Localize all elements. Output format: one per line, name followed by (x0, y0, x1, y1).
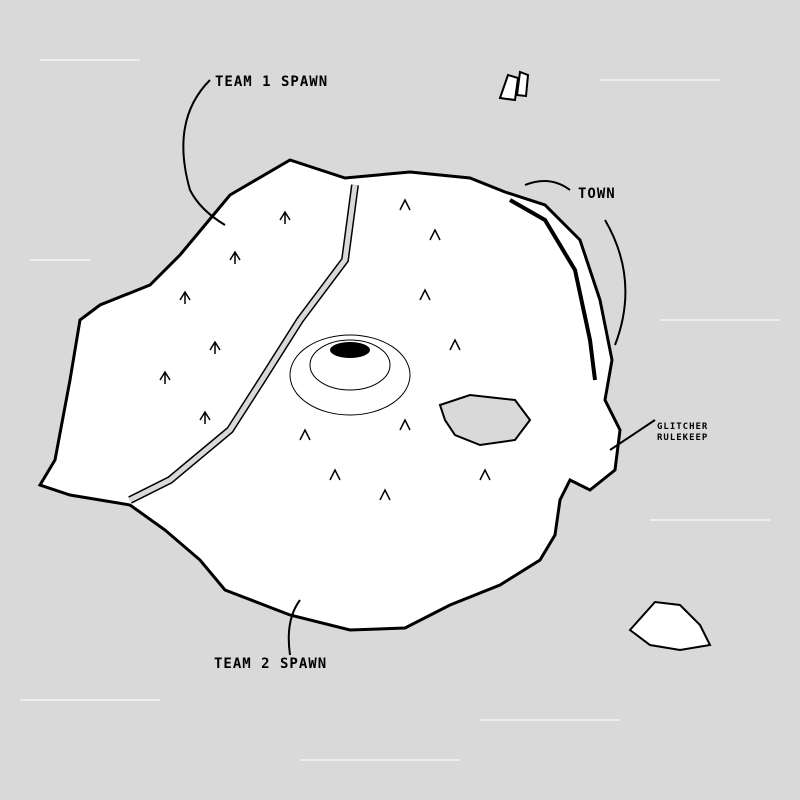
town-road (509, 198, 597, 381)
rock-in-sea (498, 70, 530, 102)
glitcher-label: GLITCHER (657, 422, 709, 432)
team2-spawn-label: TEAM 2 SPAWN (214, 656, 328, 672)
lake (438, 393, 532, 447)
river-fill (128, 184, 358, 503)
small-island (628, 600, 712, 652)
crater-rings (289, 334, 411, 416)
town-label: TOWN (578, 186, 616, 202)
pointer-arrows (182, 79, 656, 656)
sea-waves (20, 59, 780, 761)
team1-spawn-label: TEAM 1 SPAWN (215, 74, 329, 90)
glitcher-rulekeep-label: GLITCHER RULEKEEP (657, 422, 708, 444)
rulekeep-label: RULEKEEP (657, 433, 709, 443)
trees (159, 198, 491, 501)
main-island (37, 158, 622, 632)
crater (330, 342, 370, 358)
